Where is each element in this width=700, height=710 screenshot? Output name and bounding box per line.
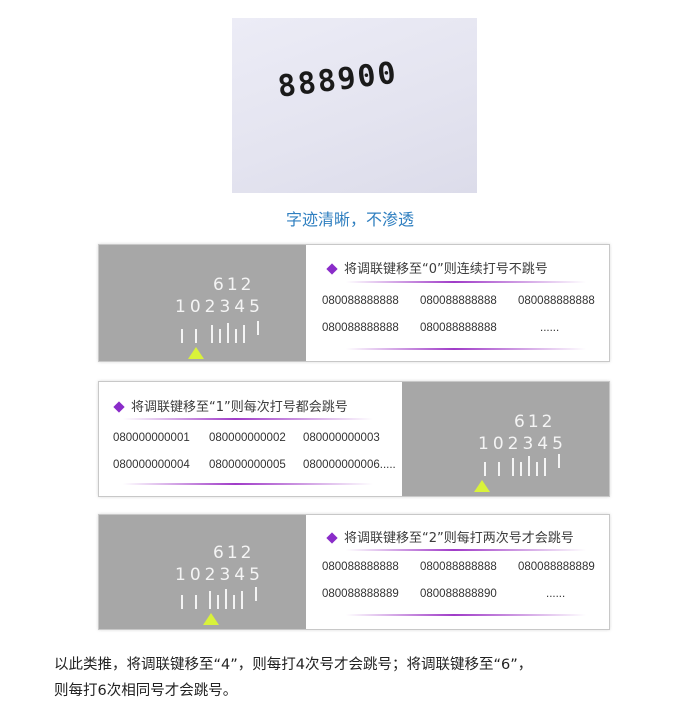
dial-top-digits: 612 [514,412,556,432]
info-area: 将调联键移至“2”则每打两次号才会跳号 080088888888 0800888… [306,515,609,629]
number-cell: 080000000002 [209,432,286,444]
caption: 字迹清晰，不渗透 [285,210,414,229]
number-cell: 080000000004 [113,459,190,471]
panel-title-text: 将调联键移至“1”则每次打号都会跳号 [131,400,348,415]
pointer-arrow [188,347,204,359]
dial-tick [512,458,514,476]
dial-tick [498,462,500,476]
dial-tick [211,325,213,343]
number-cell: 080088888889 [322,588,399,600]
dial-tick [195,329,197,343]
dial-tick [181,595,183,609]
number-cell: 080088888888 [420,322,497,334]
panel-title-text: 将调联键移至“2”则每打两次号才会跳号 [344,531,574,546]
dial-tick [219,329,221,343]
dial-area: 612 102345 [402,382,609,496]
dial-tick [225,589,227,609]
panel-title-text: 将调联键移至“0”则连续打号不跳号 [344,262,548,277]
stamped-number-photo [232,18,477,193]
number-cell: ...... [540,322,560,334]
dial-tick [227,323,229,343]
dial-tick [536,462,538,476]
diamond-icon [113,400,125,413]
dial-area: 612 102345 [99,245,306,361]
number-cell: ...... [546,588,566,600]
number-cell: 080088888888 [518,295,595,307]
panel-title: 将调联键移至“0”则连续打号不跳号 [326,258,548,277]
title-underline [346,281,586,283]
number-cell: 080000000006..... [303,459,396,471]
dial-bottom-digits: 102345 [175,297,264,317]
number-cell: 080088888888 [322,322,399,334]
dial-bottom-digits: 102345 [175,565,264,585]
dial-tick [217,595,219,609]
dial-top-digits: 612 [213,543,255,563]
dial-tick [544,458,546,476]
dial-tick [233,595,235,609]
info-area: 将调联键移至“1”则每次打号都会跳号 080000000001 08000000… [99,382,402,496]
dial-tick [209,591,211,609]
panel-mode-1: 将调联键移至“1”则每次打号都会跳号 080000000001 08000000… [98,381,610,497]
number-cell: 080088888890 [420,588,497,600]
footer-line-1: 以此类推，将调联键移至“4”，则每打4次号才会跳号；将调联键移至“6”， [54,657,533,673]
panel-title: 将调联键移至“1”则每次打号都会跳号 [113,396,348,415]
dial-top-digits: 612 [213,275,255,295]
dial-tick [195,595,197,609]
number-cell: 080088888888 [420,295,497,307]
diamond-icon [326,531,338,544]
info-area: 将调联键移至“0”则连续打号不跳号 080088888888 080088888… [306,245,609,361]
number-cell: 080000000005 [209,459,286,471]
pointer-arrow [203,613,219,625]
number-cell: 080088888888 [420,561,497,573]
number-cell: 080088888889 [518,561,595,573]
dial-tick [235,329,237,343]
dial-tick [558,454,560,468]
number-cell: 080000000003 [303,432,380,444]
panel-title: 将调联键移至“2”则每打两次号才会跳号 [326,527,574,546]
pointer-arrow [474,480,490,492]
dial-area: 612 102345 [99,515,306,629]
number-cell: 080088888888 [322,295,399,307]
bottom-underline [346,348,586,350]
title-underline [123,418,373,420]
number-cell: 080088888888 [322,561,399,573]
dial-tick [257,321,259,335]
dial-tick [241,591,243,609]
panel-mode-2: 612 102345 将调联键移至“2”则每打两次号才会跳号 080088888… [98,514,610,630]
footer-text: 以此类推，将调联键移至“4”，则每打4次号才会跳号；将调联键移至“6”， 则每打… [54,652,684,704]
title-underline [346,549,586,551]
diamond-icon [326,262,338,275]
dial-tick [520,462,522,476]
dial-tick [484,462,486,476]
dial-tick [528,456,530,476]
bottom-underline [346,614,586,616]
dial-tick [243,325,245,343]
bottom-underline [123,483,373,485]
number-cell: 080000000001 [113,432,190,444]
panel-mode-0: 612 102345 将调联键移至“0”则连续打号不跳号 08008888888… [98,244,610,362]
footer-line-2: 则每打6次相同号才会跳号。 [54,683,238,699]
dial-bottom-digits: 102345 [478,434,567,454]
dial-tick [181,329,183,343]
dial-tick [255,587,257,601]
